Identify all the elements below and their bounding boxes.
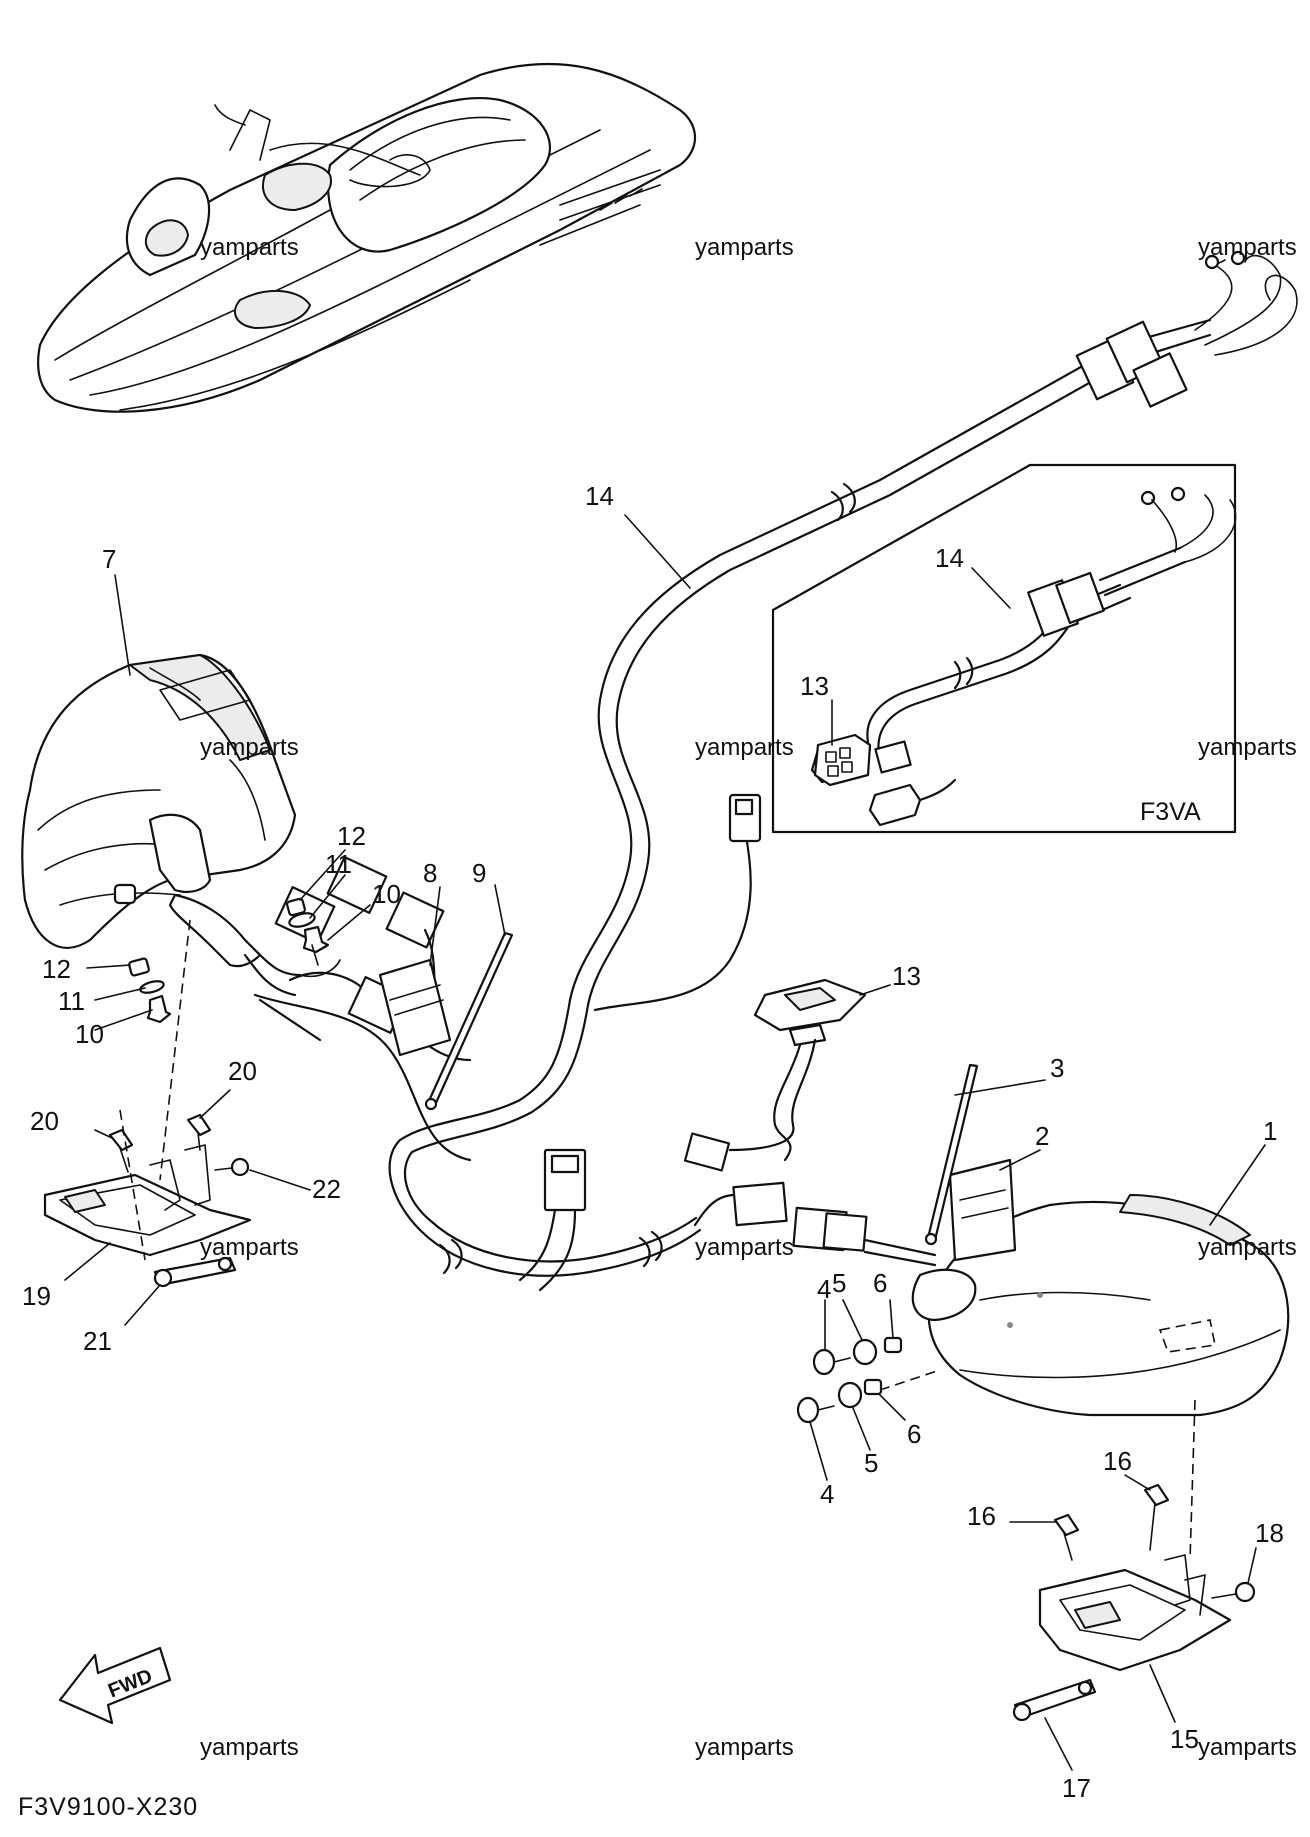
watermarks: yamparts yamparts yamparts yamparts yamp… <box>200 234 1297 1761</box>
part-number: 4 <box>820 1479 834 1509</box>
part-number: 22 <box>312 1174 341 1204</box>
part-number: 9 <box>472 858 486 888</box>
left-bracket <box>43 919 252 1288</box>
part-number-labels: 1 2 3 4 5 6 4 5 6 7 8 9 12 11 10 12 11 1… <box>22 481 1284 1803</box>
label-and-cable-tie-left <box>378 931 514 1111</box>
watermark: yamparts <box>1198 1234 1297 1261</box>
part-number: 16 <box>967 1501 996 1531</box>
part-number: 12 <box>337 821 366 851</box>
part-number: 17 <box>1062 1773 1091 1803</box>
forward-arrow-icon: FWD <box>58 1646 172 1725</box>
watermark: yamparts <box>695 734 794 761</box>
front-light-assembly <box>21 653 341 997</box>
rear-light-assembly <box>911 1194 1290 1561</box>
inset-f3va <box>771 463 1237 834</box>
part-number: 1 <box>1263 1116 1277 1146</box>
diagram-code: F3V9100-X230 <box>18 1793 198 1821</box>
part-number: 11 <box>58 986 85 1016</box>
label-and-cable-tie-right <box>924 1063 1017 1262</box>
part-number: 7 <box>102 544 116 574</box>
part-number: 14 <box>585 481 614 511</box>
right-bracket <box>1012 1483 1256 1722</box>
leader-lines <box>64 514 1266 1771</box>
right-fasteners <box>796 1336 941 1424</box>
part-number: 6 <box>873 1268 887 1298</box>
part-number: 12 <box>42 954 71 984</box>
wire-harness <box>253 250 1298 1292</box>
inset-connector-13 <box>813 733 872 787</box>
inset-label: F3VA <box>1140 798 1201 826</box>
watermark: yamparts <box>200 1234 299 1261</box>
part-number: 10 <box>75 1019 104 1049</box>
watermark: yamparts <box>200 234 299 261</box>
part-number: 16 <box>1103 1446 1132 1476</box>
part-number: 14 <box>935 543 964 573</box>
watermark: yamparts <box>1198 1734 1297 1761</box>
part-number: 5 <box>864 1448 878 1478</box>
part-number: 6 <box>907 1419 921 1449</box>
part-number: 21 <box>83 1326 112 1356</box>
part-number: 13 <box>800 671 829 701</box>
watermark: yamparts <box>695 1734 794 1761</box>
watermark: yamparts <box>1198 734 1297 761</box>
watercraft-illustration <box>37 62 696 413</box>
watermark: yamparts <box>200 1734 299 1761</box>
part-number: 18 <box>1255 1518 1284 1548</box>
watermark: yamparts <box>200 734 299 761</box>
part-number: 11 <box>325 849 352 879</box>
part-number: 20 <box>228 1056 257 1086</box>
part-number: 8 <box>423 858 437 888</box>
left-fasteners <box>128 897 330 1024</box>
part-number: 4 <box>817 1274 831 1304</box>
part-number: 5 <box>832 1268 846 1298</box>
part-number: 15 <box>1170 1724 1199 1754</box>
part-number: 13 <box>892 961 921 991</box>
watermark: yamparts <box>695 234 794 261</box>
watermark: yamparts <box>695 1234 794 1261</box>
part-number: 19 <box>22 1281 51 1311</box>
part-number: 20 <box>30 1106 59 1136</box>
part-number: 2 <box>1035 1121 1049 1151</box>
top-connector-pair <box>1075 320 1188 408</box>
part-number: 3 <box>1050 1053 1064 1083</box>
watermark: yamparts <box>1198 234 1297 261</box>
part-number: 10 <box>372 879 401 909</box>
center-socket <box>683 978 867 1172</box>
